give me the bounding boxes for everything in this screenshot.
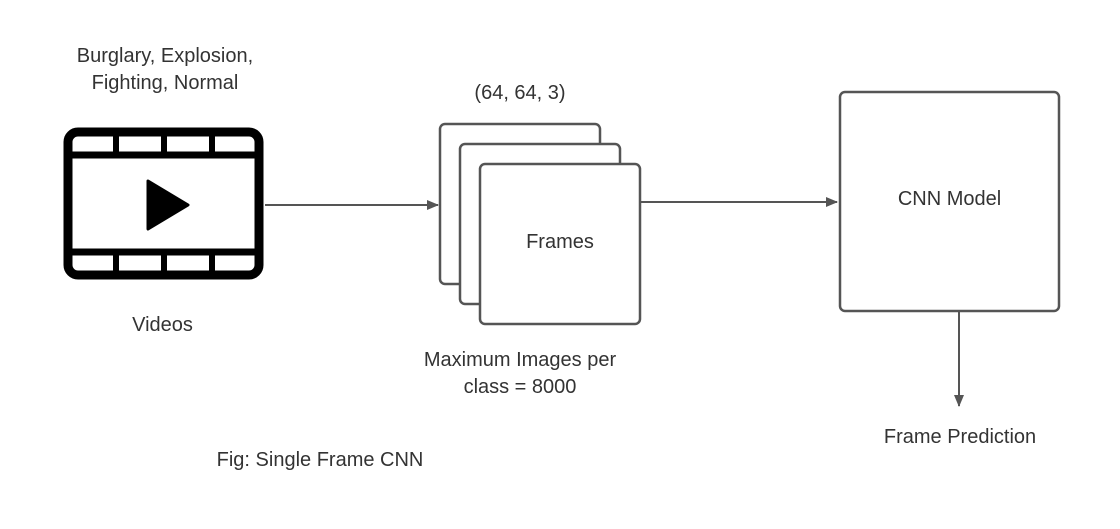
- figure-caption: Fig: Single Frame CNN: [216, 449, 424, 471]
- videos-label: Videos: [132, 314, 193, 336]
- frame-prediction-label: Frame Prediction: [883, 426, 1037, 448]
- cnn-model-box: [838, 90, 1061, 313]
- cnn-model-label: CNN Model: [897, 188, 1002, 210]
- classes-label-line1: Burglary, Explosion,: [76, 45, 254, 67]
- max-images-label-line2: class = 8000: [463, 376, 577, 398]
- frames-label: Frames: [526, 231, 594, 253]
- frames-stack: [438, 122, 642, 326]
- max-images-label-line1: Maximum Images per: [423, 349, 617, 371]
- film-play-icon: [63, 127, 264, 280]
- classes-label-line2: Fighting, Normal: [91, 72, 239, 94]
- frame-shape-label: (64, 64, 3): [474, 82, 566, 104]
